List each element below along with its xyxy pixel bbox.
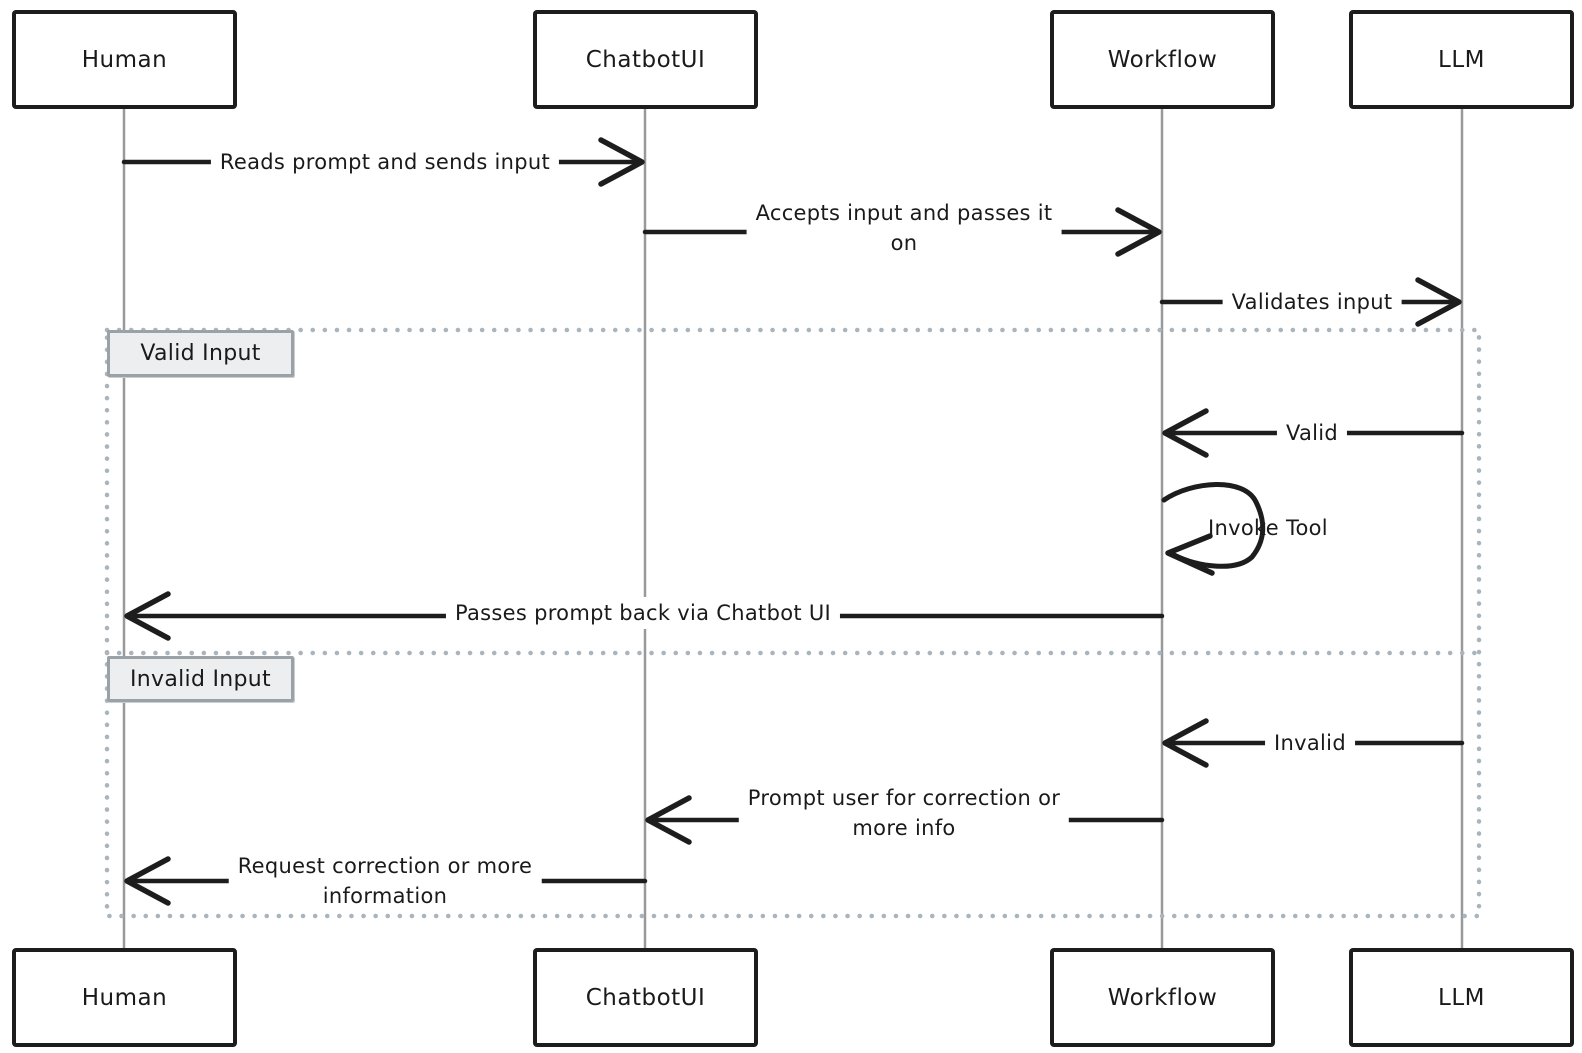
message-text: Accepts input and passes it	[755, 201, 1053, 225]
self-loop-invoke-tool	[1161, 482, 1266, 576]
actor-box-llm-top: LLM	[1349, 10, 1574, 109]
message-label-request-correction: Request correction or more information	[228, 850, 542, 912]
message-label-invoke-tool: Invoke Tool	[1208, 513, 1328, 543]
actor-box-human-top: Human	[12, 10, 237, 109]
actor-label-llm: LLM	[1438, 46, 1485, 73]
message-label-valid: Valid	[1276, 417, 1348, 449]
message-text: Request correction or more	[237, 854, 533, 878]
actor-label-chatbotui: ChatbotUI	[585, 984, 706, 1011]
frame-label-text: Valid Input	[140, 341, 261, 366]
frame-label-invalid-input: Invalid Input	[107, 656, 294, 702]
actor-box-chatbotui-bottom: ChatbotUI	[533, 948, 758, 1047]
frame-label-valid-input: Valid Input	[107, 330, 294, 377]
message-text: Prompt user for correction or	[747, 786, 1061, 810]
actor-box-llm-bottom: LLM	[1349, 948, 1574, 1047]
alt-frame	[104, 327, 1482, 919]
message-text: more info	[852, 816, 956, 840]
actor-label-human: Human	[81, 984, 168, 1011]
actor-box-human-bottom: Human	[12, 948, 237, 1047]
actor-label-llm: LLM	[1438, 984, 1485, 1011]
message-text: Reads prompt and sends input	[219, 150, 551, 174]
message-text: on	[890, 231, 918, 255]
message-text: Invoke Tool	[1208, 516, 1328, 540]
actor-label-human: Human	[81, 46, 168, 73]
message-label-invalid: Invalid	[1265, 727, 1355, 759]
actor-label-chatbotui: ChatbotUI	[585, 46, 706, 73]
frame-label-text: Invalid Input	[130, 666, 271, 692]
actor-box-workflow-top: Workflow	[1050, 10, 1275, 109]
message-label-prompt-user-correction: Prompt user for correction or more info	[738, 782, 1070, 844]
message-label-reads-prompt: Reads prompt and sends input	[210, 146, 560, 178]
message-label-passes-prompt-back: Passes prompt back via Chatbot UI	[445, 597, 841, 629]
actor-box-workflow-bottom: Workflow	[1050, 948, 1275, 1047]
message-label-accepts-input: Accepts input and passes it on	[746, 197, 1062, 259]
actor-label-workflow: Workflow	[1107, 46, 1218, 73]
message-text: Valid	[1285, 421, 1339, 445]
lifelines	[122, 109, 1464, 948]
message-label-validates-input: Validates input	[1222, 286, 1402, 318]
message-text: Passes prompt back via Chatbot UI	[454, 601, 832, 625]
actor-box-chatbotui-top: ChatbotUI	[533, 10, 758, 109]
message-text: Invalid	[1274, 731, 1346, 755]
actor-label-workflow: Workflow	[1107, 984, 1218, 1011]
message-text: Validates input	[1231, 290, 1393, 314]
message-text: information	[322, 884, 448, 908]
